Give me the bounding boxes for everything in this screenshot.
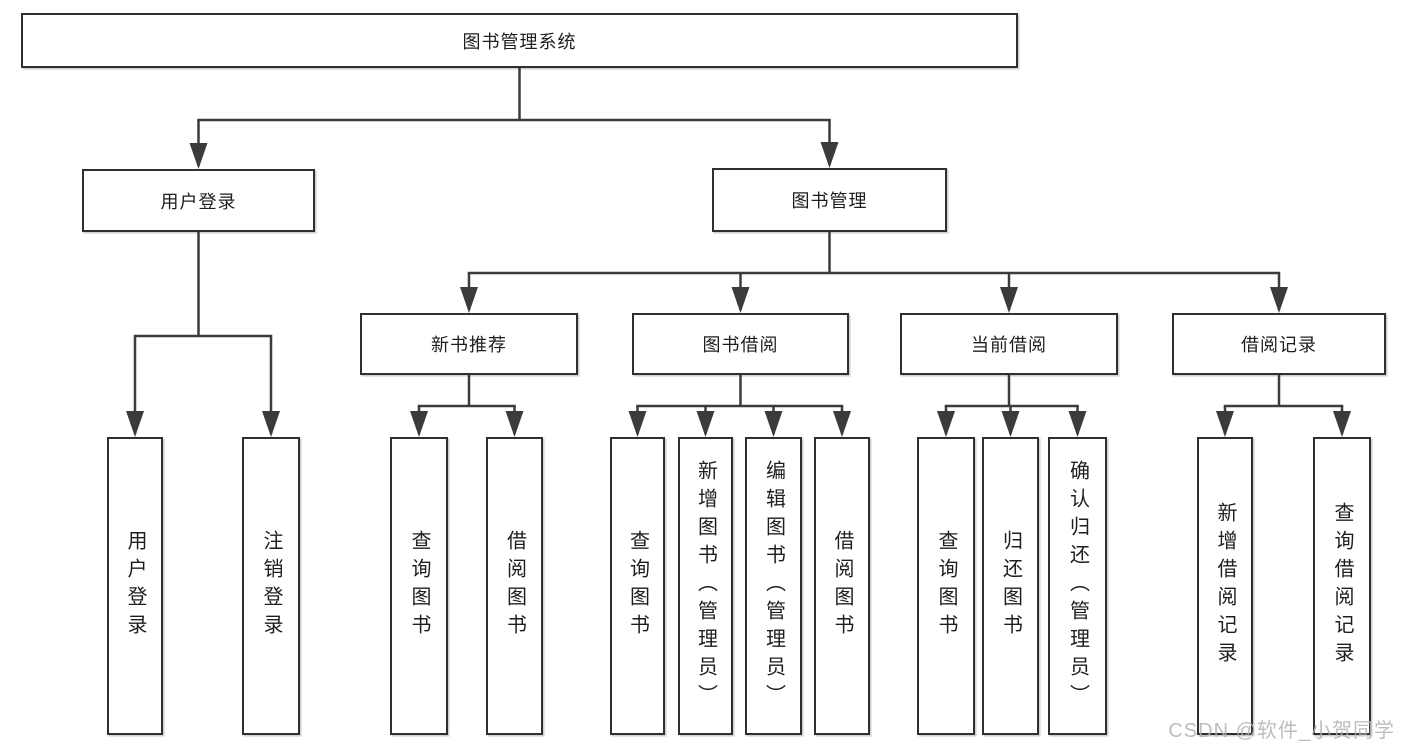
node-label-leaf-user-login: 用户登录 [124, 530, 146, 642]
arrowhead-book-mgmt [820, 142, 839, 168]
arrowhead-book-borrow [731, 287, 750, 313]
node-label-leaf-add-record: 新增借阅记录 [1214, 502, 1236, 670]
arrowhead-leaf-return-book [1001, 411, 1020, 437]
arrowhead-new-book-rec [460, 287, 478, 313]
arrowhead-leaf-user-login [126, 411, 144, 437]
node-leaf-query-book-1: 查询图书 [390, 437, 448, 735]
node-label-borrow-records: 借阅记录 [1241, 335, 1317, 355]
node-new-book-rec: 新书推荐 [360, 313, 578, 375]
node-leaf-logout: 注销登录 [242, 437, 300, 735]
node-label-leaf-borrow-book-2: 借阅图书 [831, 530, 853, 642]
arrowhead-current-borrow [1000, 287, 1018, 313]
node-label-leaf-query-book-2: 查询图书 [626, 530, 649, 642]
node-leaf-edit-book: 编辑图书（管理员） [745, 437, 802, 735]
node-label-user-login: 用户登录 [160, 191, 237, 212]
node-leaf-add-book: 新增图书（管理员） [678, 437, 733, 735]
arrowhead-leaf-edit-book [764, 411, 783, 437]
node-label-leaf-return-book: 归还图书 [999, 530, 1022, 642]
arrowhead-leaf-logout [262, 411, 280, 437]
node-label-current-borrow: 当前借阅 [971, 335, 1047, 355]
node-leaf-borrow-book-1: 借阅图书 [486, 437, 543, 735]
node-label-leaf-query-book-1: 查询图书 [408, 530, 430, 642]
arrowhead-leaf-add-record [1216, 411, 1234, 437]
node-label-new-book-rec: 新书推荐 [431, 335, 507, 355]
node-leaf-borrow-book-2: 借阅图书 [814, 437, 870, 735]
node-label-leaf-logout: 注销登录 [260, 530, 282, 642]
node-label-leaf-confirm-return: 确认归还（管理员） [1066, 460, 1089, 712]
node-current-borrow: 当前借阅 [900, 313, 1118, 375]
arrowhead-user-login [189, 143, 208, 169]
watermark: CSDN @软件_小贺同学 [1168, 720, 1395, 742]
node-label-leaf-query-book-3: 查询图书 [935, 530, 957, 642]
node-label-leaf-add-book: 新增图书（管理员） [694, 460, 717, 712]
arrowhead-leaf-borrow-book-1 [505, 411, 524, 437]
arrowhead-leaf-borrow-book-2 [833, 411, 851, 437]
node-leaf-query-record: 查询借阅记录 [1313, 437, 1371, 735]
node-leaf-confirm-return: 确认归还（管理员） [1048, 437, 1107, 735]
node-label-book-mgmt: 图书管理 [791, 191, 868, 211]
node-leaf-query-book-2: 查询图书 [610, 437, 665, 735]
node-leaf-add-record: 新增借阅记录 [1197, 437, 1253, 735]
arrowhead-leaf-query-book-3 [937, 411, 955, 437]
node-label-book-borrow: 图书借阅 [702, 335, 779, 355]
arrowhead-leaf-query-book-1 [410, 411, 428, 437]
node-label-leaf-borrow-book-1: 借阅图书 [503, 530, 526, 642]
node-book-borrow: 图书借阅 [632, 313, 849, 375]
node-label-root: 图书管理系统 [462, 31, 577, 52]
node-book-mgmt: 图书管理 [712, 168, 947, 232]
arrowhead-leaf-query-record [1333, 411, 1351, 437]
node-user-login: 用户登录 [82, 169, 315, 232]
node-leaf-query-book-3: 查询图书 [917, 437, 975, 735]
arrowhead-borrow-records [1270, 287, 1288, 313]
node-label-leaf-query-record: 查询借阅记录 [1331, 502, 1353, 670]
arrowhead-leaf-add-book [696, 411, 715, 437]
arrowhead-leaf-confirm-return [1068, 411, 1087, 437]
node-label-leaf-edit-book: 编辑图书（管理员） [762, 460, 785, 712]
node-root: 图书管理系统 [21, 13, 1018, 68]
node-leaf-return-book: 归还图书 [982, 437, 1039, 735]
node-borrow-records: 借阅记录 [1172, 313, 1386, 375]
node-leaf-user-login: 用户登录 [107, 437, 163, 735]
arrowhead-leaf-query-book-2 [628, 411, 647, 437]
